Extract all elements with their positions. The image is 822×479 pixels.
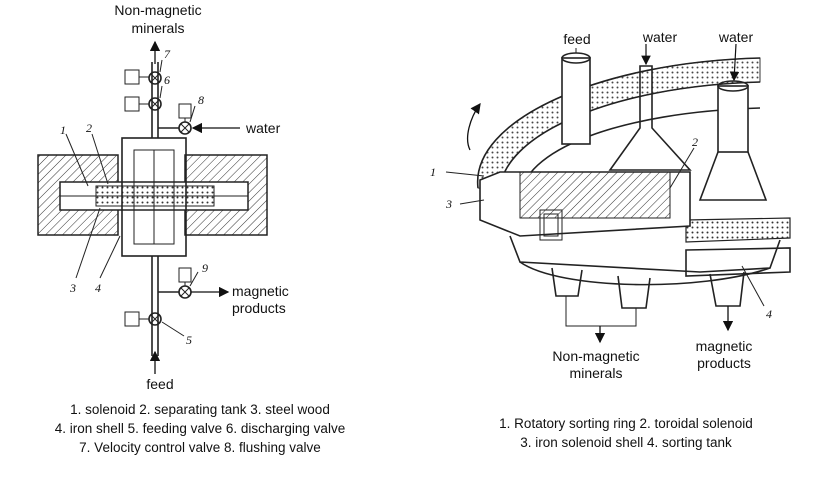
- feed-pipe: [561, 57, 591, 145]
- left-label-magnetic-2: products: [232, 300, 286, 316]
- left-label-non-magnetic-1: Non-magnetic: [114, 2, 201, 18]
- left-caption-line-3: 7. Velocity control valve 8. flushing va…: [79, 440, 321, 455]
- right-number-2: 2: [692, 135, 698, 149]
- toroidal-solenoid: [519, 171, 671, 219]
- right-label-feed: feed: [563, 31, 590, 47]
- ring-section-right: [685, 217, 791, 243]
- velocity-control-valve: [148, 71, 162, 85]
- right-number-4: 4: [766, 307, 772, 321]
- left-number-1: 1: [60, 123, 66, 137]
- water-hopper-1: [608, 65, 692, 171]
- left-number-4: 4: [95, 281, 101, 295]
- right-caption: 1. Rotatory sorting ring 2. toroidal sol…: [430, 414, 822, 452]
- left-number-5: 5: [186, 333, 192, 347]
- left-number-3: 3: [69, 281, 76, 295]
- right-number-1: 1: [430, 165, 436, 179]
- left-caption-line-2: 4. iron shell 5. feeding valve 6. discha…: [54, 421, 346, 436]
- left-label-magnetic-1: magnetic: [232, 283, 289, 299]
- right-label-non-magnetic-1: Non-magnetic: [552, 348, 639, 364]
- right-separator-diagram: feed water water Non-magnetic minerals m…: [430, 29, 791, 381]
- right-label-water-2: water: [718, 29, 754, 45]
- right-caption-line-2: 3. iron solenoid shell 4. sorting tank: [520, 435, 732, 450]
- left-label-non-magnetic-2: minerals: [132, 20, 185, 36]
- left-label-feed: feed: [146, 376, 173, 392]
- left-separator-diagram: Non-magnetic minerals water magnetic pro…: [37, 2, 289, 392]
- water-arrow-right-2: [729, 43, 740, 82]
- left-number-6: 6: [164, 73, 170, 87]
- left-number-9: 9: [202, 261, 208, 275]
- right-label-non-magnetic-2: minerals: [570, 365, 623, 381]
- left-number-8: 8: [198, 93, 204, 107]
- left-caption-line-1: 1. solenoid 2. separating tank 3. steel …: [70, 402, 330, 417]
- water-pipe-2: [717, 85, 749, 153]
- right-caption-line-1: 1. Rotatory sorting ring 2. toroidal sol…: [499, 416, 753, 431]
- right-number-3: 3: [445, 197, 452, 211]
- sorting-tank-base: [509, 235, 781, 273]
- rotation-arrow: [466, 102, 481, 151]
- right-label-magnetic-2: products: [697, 355, 751, 371]
- left-label-water: water: [245, 120, 281, 136]
- right-label-water-1: water: [642, 29, 678, 45]
- left-caption: 1. solenoid 2. separating tank 3. steel …: [0, 400, 400, 457]
- separating-tank-outer: [121, 137, 187, 257]
- left-number-7: 7: [164, 47, 171, 61]
- right-label-magnetic-1: magnetic: [696, 338, 753, 354]
- left-number-2: 2: [86, 121, 92, 135]
